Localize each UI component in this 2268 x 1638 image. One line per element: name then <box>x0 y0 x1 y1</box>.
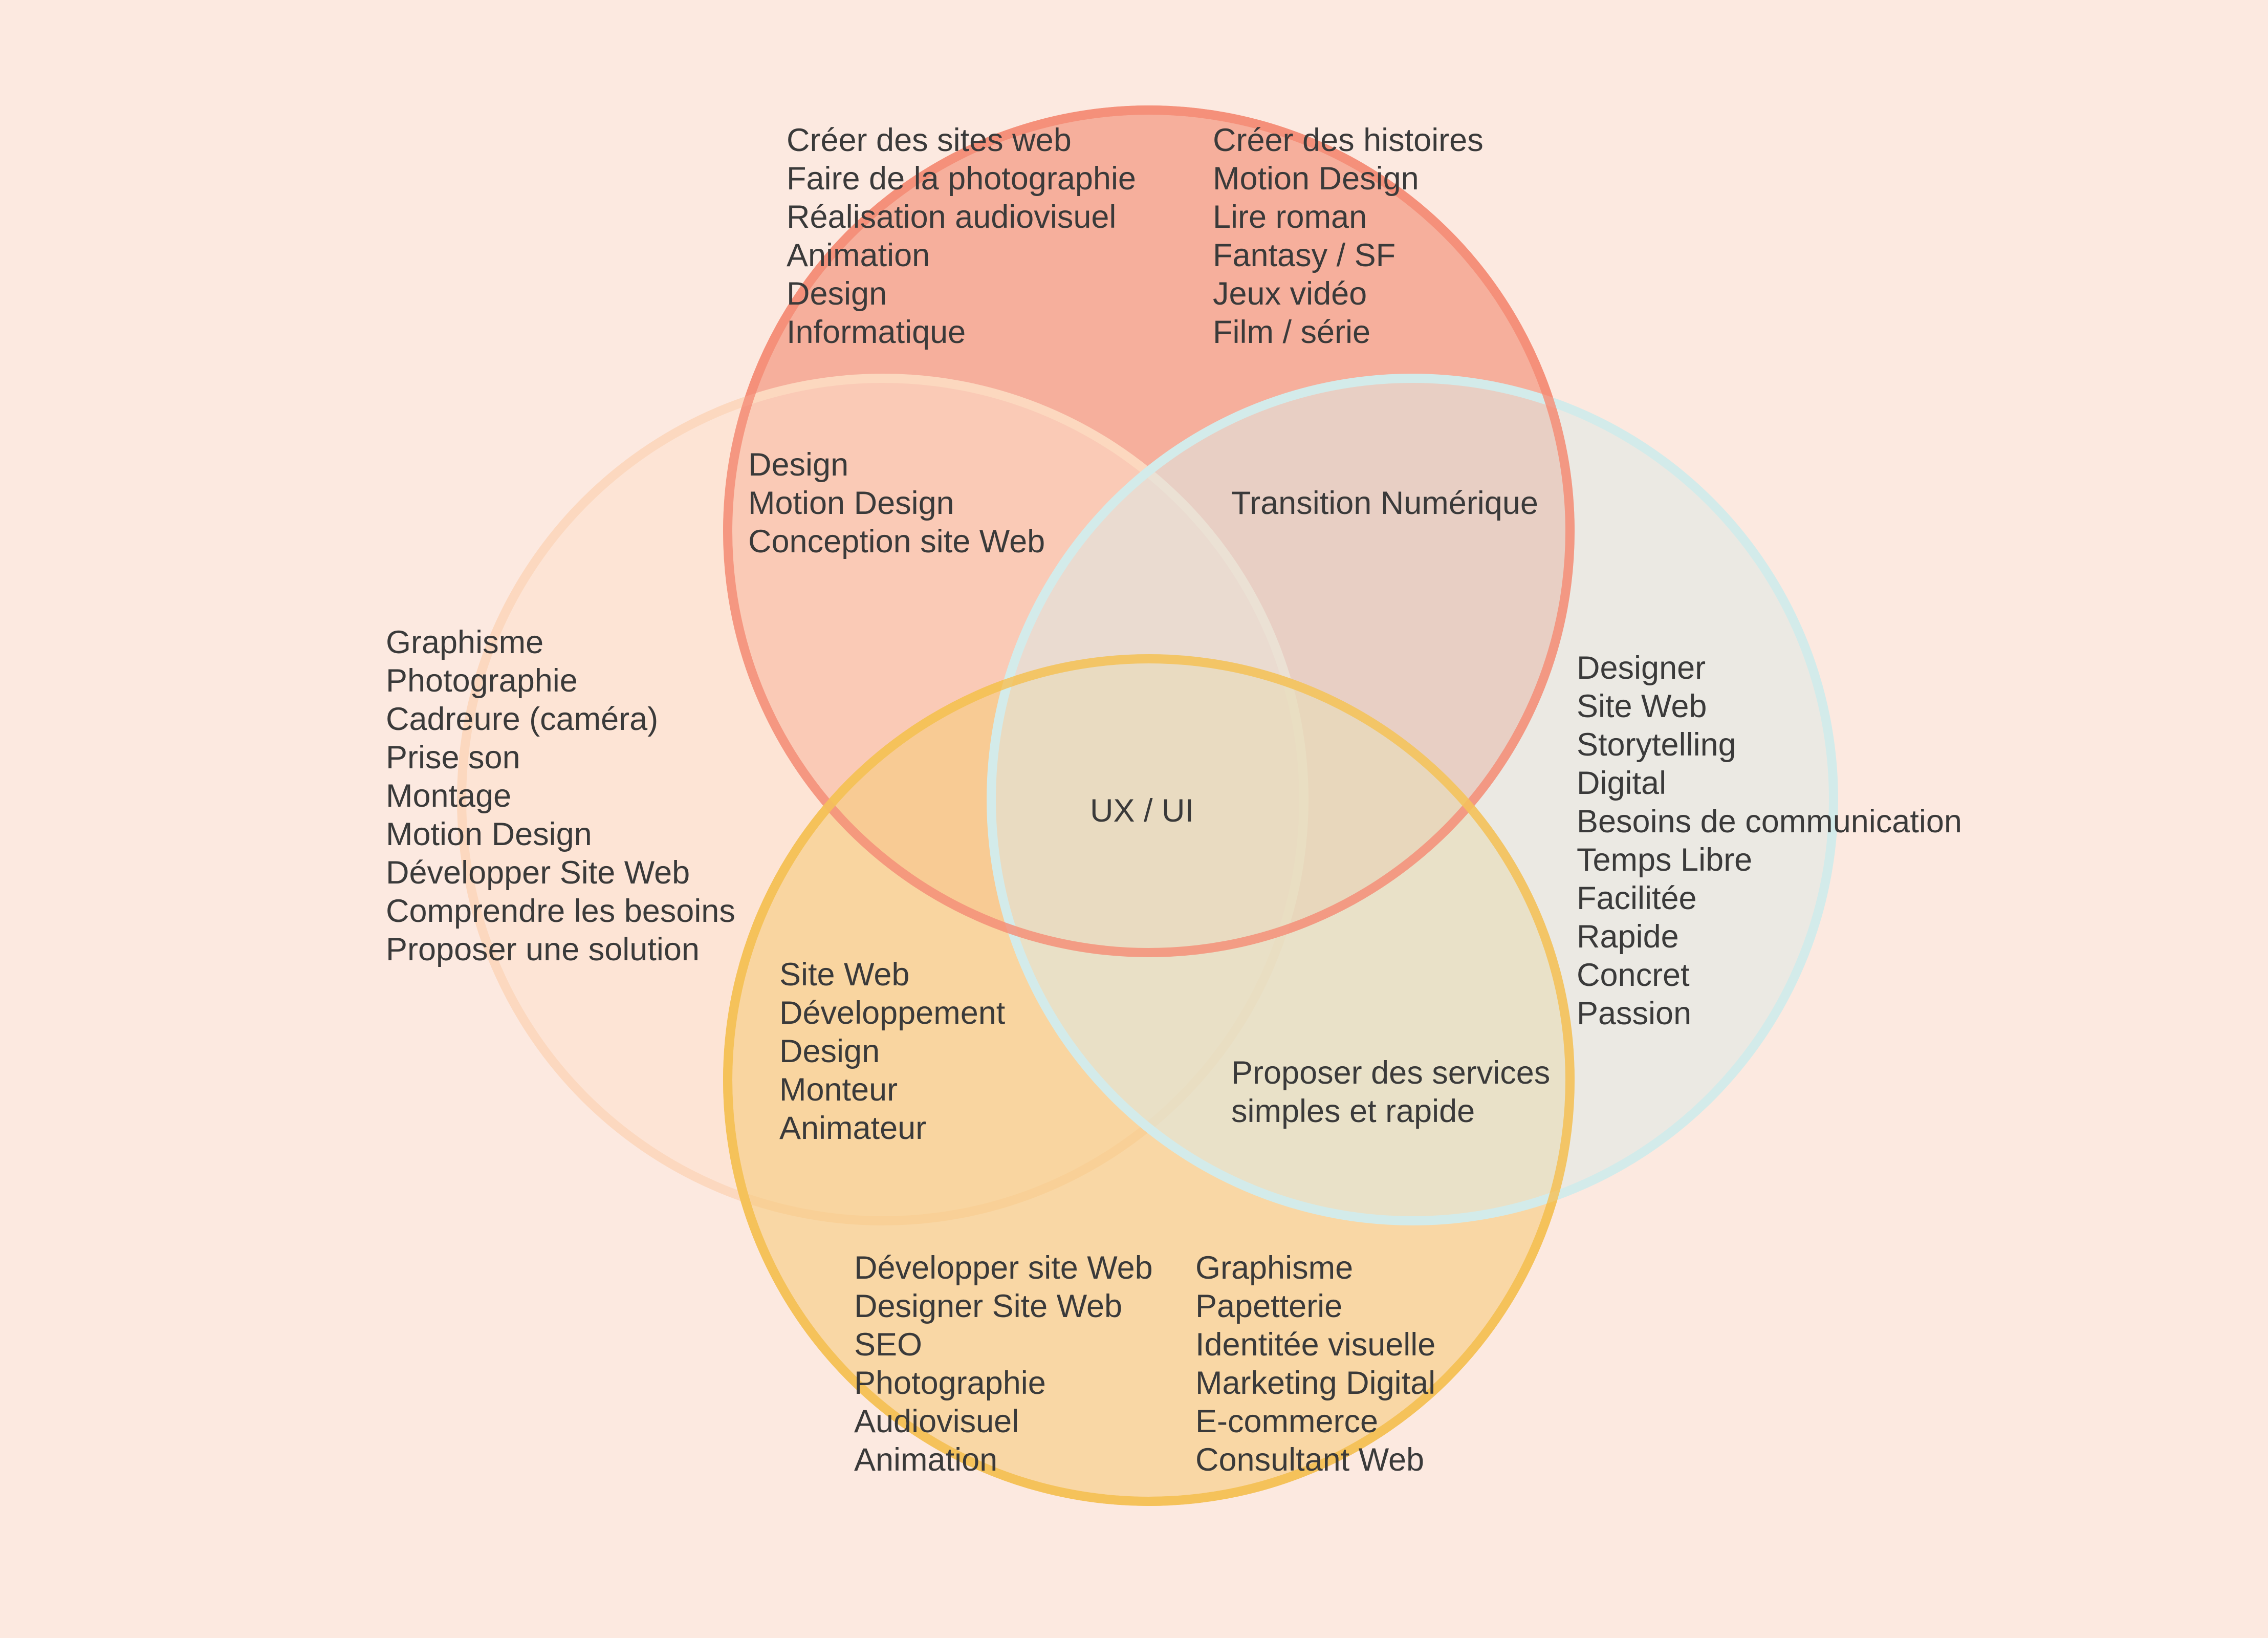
region-item: Storytelling <box>1577 727 1736 763</box>
region-item: Conception site Web <box>748 524 1045 559</box>
region-bottom-left-overlap: Site Web Développement Design Monteur An… <box>779 956 1005 1148</box>
region-item: Marketing Digital <box>1195 1365 1436 1401</box>
region-item: Prise son <box>386 740 520 775</box>
region-item: Graphisme <box>1195 1250 1354 1286</box>
region-top-right: Créer des histoires Motion Design Lire r… <box>1213 121 1484 352</box>
region-item: Animation <box>854 1442 998 1478</box>
region-item: Fantasy / SF <box>1213 238 1396 273</box>
region-item: Créer des sites web <box>787 122 1072 158</box>
region-item: simples et rapide <box>1231 1093 1475 1129</box>
region-item: Temps Libre <box>1577 842 1753 878</box>
region-item: Graphisme <box>386 624 544 660</box>
region-item: Design <box>779 1033 880 1069</box>
region-item: Design <box>787 276 887 312</box>
region-item: Besoins de communication <box>1577 804 1962 839</box>
region-item: Site Web <box>779 957 910 993</box>
region-item: Monteur <box>779 1072 898 1108</box>
region-bottom-left: Développer site Web Designer Site Web SE… <box>854 1249 1153 1479</box>
region-item: Papetterie <box>1195 1288 1343 1324</box>
region-item: Informatique <box>787 314 966 350</box>
region-item: Passion <box>1577 996 1692 1031</box>
region-item: SEO <box>854 1327 923 1363</box>
region-item: Photographie <box>854 1365 1046 1401</box>
region-item: Designer Site Web <box>854 1288 1123 1324</box>
region-item: Consultant Web <box>1195 1442 1425 1478</box>
region-item: Design <box>748 447 849 483</box>
region-item: Animateur <box>779 1110 927 1146</box>
region-item: Développer site Web <box>854 1250 1153 1286</box>
region-left: Graphisme Photographie Cadreure (caméra)… <box>386 623 735 969</box>
region-item: Développer Site Web <box>386 855 690 891</box>
circle-bottom-outline <box>723 654 1575 1506</box>
region-item: Concret <box>1577 957 1690 993</box>
region-bottom-right-overlap: Proposer des services simples et rapide <box>1231 1054 1550 1131</box>
region-item: Audiovisuel <box>854 1404 1019 1439</box>
region-item: Cadreure (caméra) <box>386 701 659 737</box>
region-center: UX / UI <box>1090 792 1194 830</box>
region-item: Digital <box>1577 765 1667 801</box>
region-item: Montage <box>386 778 512 814</box>
region-item: E-commerce <box>1195 1404 1379 1439</box>
region-item: Motion Design <box>748 485 954 521</box>
region-right: Designer Site Web Storytelling Digital B… <box>1577 649 1962 1033</box>
region-item: Jeux vidéo <box>1213 276 1367 312</box>
region-bottom-right: Graphisme Papetterie Identitée visuelle … <box>1195 1249 1435 1479</box>
region-item: Développement <box>779 995 1006 1031</box>
region-item: Transition Numérique <box>1231 485 1538 521</box>
region-item: Proposer une solution <box>386 932 700 967</box>
region-top-left-overlap: Design Motion Design Conception site Web <box>748 446 1045 561</box>
region-top-right-overlap: Transition Numérique <box>1231 484 1538 523</box>
region-item: Photographie <box>386 663 578 699</box>
region-item: Facilitée <box>1577 880 1697 916</box>
region-item: Faire de la photographie <box>787 161 1136 197</box>
region-item: Lire roman <box>1213 199 1367 235</box>
region-item: UX / UI <box>1090 793 1194 829</box>
region-item: Designer <box>1577 650 1706 686</box>
region-item: Site Web <box>1577 688 1707 724</box>
circle-right <box>987 374 1838 1225</box>
region-item: Rapide <box>1577 919 1679 955</box>
region-item: Motion Design <box>386 816 592 852</box>
region-item: Comprendre les besoins <box>386 893 735 929</box>
region-item: Animation <box>787 238 930 273</box>
region-item: Film / série <box>1213 314 1371 350</box>
region-item: Réalisation audiovisuel <box>787 199 1117 235</box>
region-item: Créer des histoires <box>1213 122 1484 158</box>
circle-top-outline <box>723 105 1575 957</box>
region-item: Motion Design <box>1213 161 1419 197</box>
region-item: Identitée visuelle <box>1195 1327 1436 1363</box>
region-item: Proposer des services <box>1231 1055 1551 1091</box>
region-top-left: Créer des sites web Faire de la photogra… <box>787 121 1136 352</box>
